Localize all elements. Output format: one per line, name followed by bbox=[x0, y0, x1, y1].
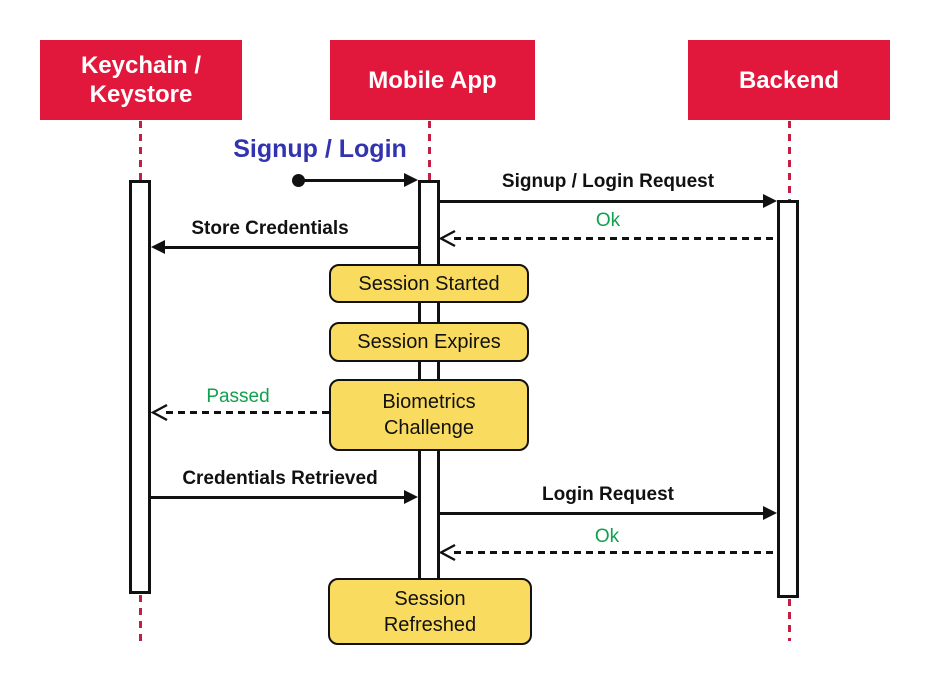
actor-keychain-label-line2: Keystore bbox=[89, 81, 193, 108]
lifeline-backend-bottom bbox=[788, 599, 791, 641]
note-session-refreshed: Session Refreshed bbox=[328, 578, 532, 645]
msg-store-credentials: Store Credentials bbox=[191, 218, 349, 239]
lifeline-backend-top bbox=[788, 121, 791, 200]
passed-line bbox=[166, 411, 329, 414]
store-credentials-arrowhead-icon bbox=[151, 240, 165, 254]
msg-signup-login-request: Signup / Login Request bbox=[501, 171, 715, 192]
note-session-expires: Session Expires bbox=[329, 322, 529, 362]
note-session-started-label: Session Started bbox=[358, 272, 500, 295]
actor-keychain-keystore: Keychain / Keystore bbox=[40, 40, 242, 120]
note-session-refreshed-label-line2: Refreshed bbox=[383, 613, 477, 636]
actor-backend-label: Backend bbox=[738, 66, 840, 94]
note-session-started: Session Started bbox=[329, 264, 529, 303]
signup-ok-line bbox=[454, 237, 777, 240]
note-biometrics-label-line2: Challenge bbox=[383, 417, 475, 439]
note-session-refreshed-label-line1: Session bbox=[394, 587, 466, 610]
diagram-title: Signup / Login bbox=[233, 135, 407, 163]
msg-credentials-retrieved: Credentials Retrieved bbox=[182, 468, 378, 489]
lifeline-mobile-top bbox=[428, 121, 431, 180]
actor-mobile-app: Mobile App bbox=[330, 40, 535, 120]
actor-mobile-label: Mobile App bbox=[368, 66, 497, 94]
credentials-retrieved-arrowhead-icon bbox=[404, 490, 418, 504]
note-biometrics-challenge: Biometrics Challenge bbox=[329, 379, 529, 451]
login-ok-open-arrowhead-icon bbox=[438, 543, 456, 562]
signup-ok-open-arrowhead-icon bbox=[438, 229, 456, 248]
actor-keychain-label-line1: Keychain / bbox=[80, 52, 202, 79]
msg-login-request: Login Request bbox=[542, 484, 674, 505]
store-credentials-line bbox=[164, 246, 418, 249]
login-request-arrowhead-icon bbox=[763, 506, 777, 520]
msg-login-ok: Ok bbox=[594, 526, 620, 547]
msg-passed: Passed bbox=[206, 386, 270, 407]
passed-open-arrowhead-icon bbox=[150, 403, 168, 422]
msg-signup-ok: Ok bbox=[595, 210, 621, 231]
signup-request-line bbox=[440, 200, 764, 203]
lifeline-keychain-top bbox=[139, 121, 142, 180]
login-request-line bbox=[440, 512, 764, 515]
init-arrow-line bbox=[302, 179, 405, 182]
signup-request-arrowhead-icon bbox=[763, 194, 777, 208]
credentials-retrieved-line bbox=[151, 496, 405, 499]
actor-backend: Backend bbox=[688, 40, 890, 120]
login-ok-line bbox=[454, 551, 777, 554]
lifeline-keychain-bottom bbox=[139, 595, 142, 641]
activation-bar-backend bbox=[777, 200, 799, 598]
activation-bar-keychain bbox=[129, 180, 151, 594]
start-node bbox=[292, 174, 305, 187]
note-session-expires-label: Session Expires bbox=[357, 331, 501, 353]
note-biometrics-label-line1: Biometrics bbox=[382, 391, 476, 413]
init-arrowhead-icon bbox=[404, 173, 418, 187]
